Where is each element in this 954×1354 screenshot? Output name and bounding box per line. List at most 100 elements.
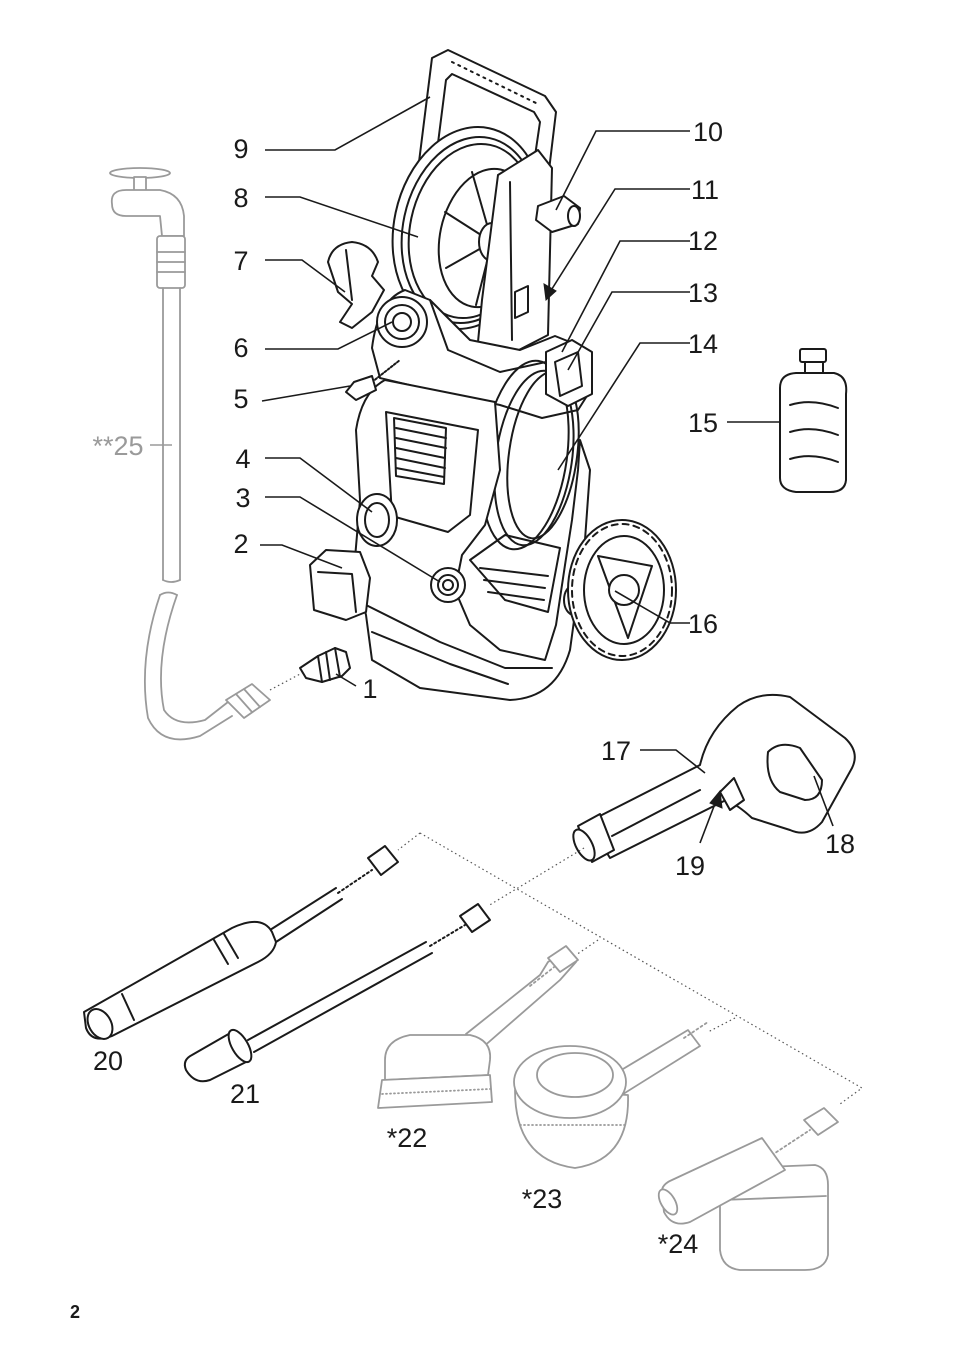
callout-label-16: 16 [688,609,718,639]
lance-grip-band [121,993,135,1021]
foam-nozzle-body [660,1137,786,1225]
body-side-recess [469,534,561,613]
lance-rod-edge [275,898,343,943]
gun-trigger-lock [719,777,745,811]
lance-20-drawing [83,845,399,1040]
tap-body [110,189,185,237]
callout-label-25: **25 [92,431,143,461]
leader-line-8 [265,196,419,238]
front-panel [385,411,479,533]
brush-head [384,1034,492,1081]
hose-upper-end [162,579,181,583]
lance-grip-band [213,939,229,965]
callout-label-15: 15 [688,408,718,438]
foam-nozzle-drawing [657,1107,839,1271]
leader-line-6 [265,321,393,350]
hose-lower-end [159,591,178,596]
leader-line-14 [557,342,690,471]
lance-rod-edge [247,941,427,1041]
pressure-washer-drawing [309,49,677,701]
carry-foot-edge [317,571,357,613]
callout-labels: 9 8 7 6 5 4 3 2 1 10 11 12 13 14 15 16 1… [92,117,855,1259]
wheel-hub [608,574,640,606]
grille-slat [395,467,445,478]
body-side-rib [479,567,549,577]
body-lower-seam [371,631,509,685]
lance-grip-band [223,933,239,959]
frame-upright-edge [509,181,513,341]
coupling-rib [325,651,331,681]
hose-hook [327,241,385,329]
gun-front-face [572,828,596,862]
tap-stem [133,176,147,192]
rotary-brush-spring [683,1021,709,1039]
callout-label-18: 18 [825,829,855,859]
callout-label-1: 1 [362,674,377,704]
wheel-tread [571,523,673,657]
bottle-rib [789,455,839,463]
lance-nozzle-face [86,1008,114,1040]
leader-line-17 [640,749,706,774]
brush-spring [529,963,559,987]
accessory-connection-lines [397,832,864,1105]
rotary-brush-dome [536,1052,614,1098]
foam-nozzle-tip [657,1188,679,1216]
leader-line-13 [567,291,690,371]
detergent-suction-inner [364,502,390,538]
dotted-gun-link [487,847,585,907]
leader-line-11 [549,188,690,293]
callout-label-20: 20 [93,1046,123,1076]
coupling-rib [317,655,323,683]
body-upper-ridge [429,299,556,373]
brush-coupling [547,945,579,973]
carry-foot [309,549,371,621]
bottle-rib [789,428,839,436]
callout-label-22: *22 [387,1123,428,1153]
callout-label-9: 9 [233,134,248,164]
hp-connection-core [392,312,412,332]
lance-connector [367,845,399,876]
hose-end-connector-rib [235,693,253,713]
accessory-holder-inner [554,351,583,397]
lance-connector [459,903,491,933]
callout-label-3: 3 [235,483,250,513]
lance-grip [83,921,277,1040]
bottle-cap [799,348,827,363]
hose-lower-edge-outer [143,594,233,741]
leader-line-2 [260,544,343,569]
coupling-body [299,647,351,683]
hp-hose-braid [371,359,401,383]
hose-end-connector [225,683,271,719]
hose-end-connector-rib [243,688,261,708]
leader-line-19 [699,800,717,844]
hose-hook-edge [345,249,353,301]
garden-hose-drawing [109,167,271,741]
arrowhead-11 [543,283,557,302]
body-side-rib [487,591,545,601]
callout-label-24: *24 [658,1229,699,1259]
leader-line-9 [265,96,431,151]
grille-slat [395,447,446,459]
spray-gun-drawing [572,693,856,863]
arrowhead-19 [709,789,723,809]
callout-label-12: 12 [688,226,718,256]
wash-brush-drawing [377,945,579,1109]
grille-slat [395,457,446,469]
foam-spring [771,1129,811,1156]
leader-line-5 [261,385,351,402]
gun-body [587,693,856,859]
accessory-holder [545,339,593,407]
lance-rod-edge [269,887,337,931]
callout-label-11: 11 [691,175,719,205]
nozzle-collar [227,1028,253,1064]
leader-line-10 [555,130,690,211]
dotted-lance-20-link [397,832,421,851]
grille-slat [395,437,447,449]
bottle-rib [789,401,839,409]
callout-label-4: 4 [235,444,250,474]
dotted-brush-22-link [575,939,599,956]
lance-spring [337,869,373,894]
callout-label-2: 2 [233,529,248,559]
foam-connector [803,1107,839,1136]
